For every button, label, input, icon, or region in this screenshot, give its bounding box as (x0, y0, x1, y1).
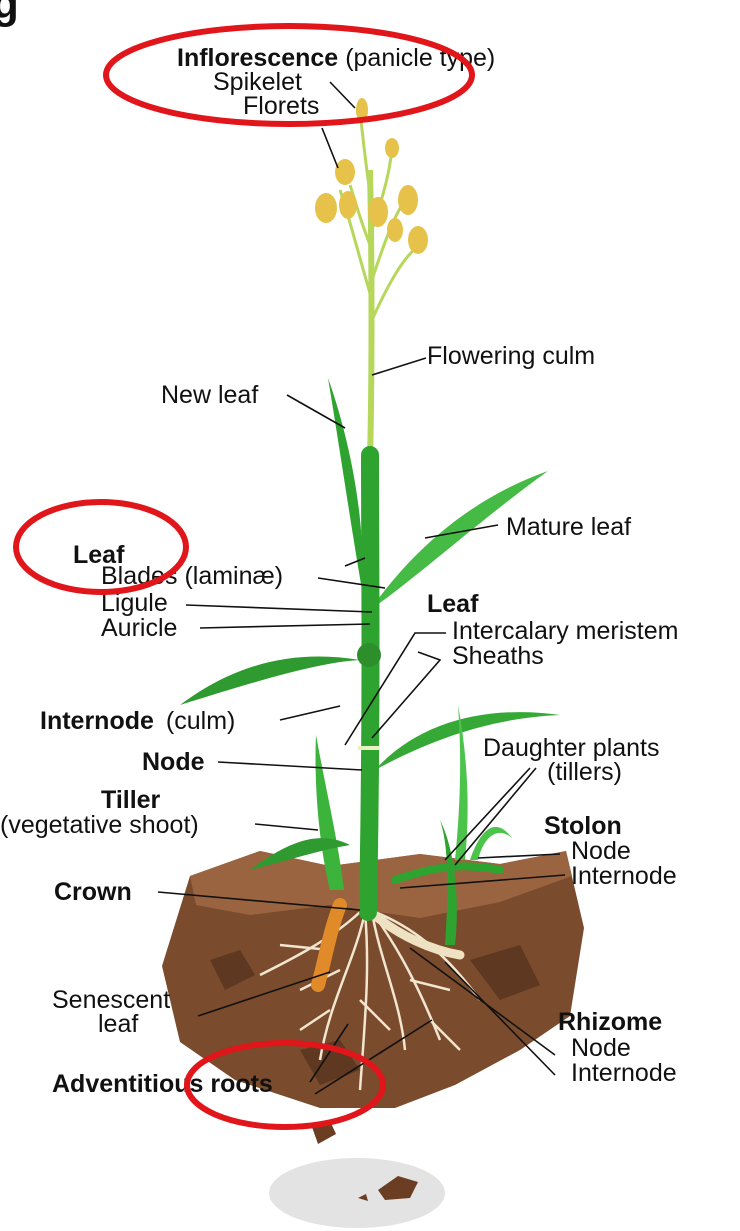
rhizome-node-label: Node (571, 1034, 631, 1062)
new-leaf-shape (328, 378, 363, 590)
daughter-plants-note: (tillers) (547, 758, 622, 786)
tiller-label: Tiller (101, 786, 161, 814)
stolon-label: Stolon (544, 812, 622, 840)
flowering-culm-label: Flowering culm (427, 342, 595, 370)
leaf-label-right: Leaf (427, 590, 479, 618)
rhizome-internode-label: Internode (571, 1059, 677, 1087)
blades-label: Blades(laminæ) (101, 562, 283, 590)
stolon-node-label: Node (571, 837, 631, 865)
sheaths-label: Sheaths (452, 642, 544, 670)
node-shape (357, 643, 381, 667)
node-label: Node (142, 748, 205, 776)
daughter-plant-shape (470, 827, 512, 860)
auricle-label: Auricle (101, 614, 177, 642)
culm-shape (368, 455, 371, 912)
internode-label: Internode (culm) (40, 707, 235, 735)
crown-label: Crown (54, 878, 132, 906)
blades-label-note: (laminæ) (184, 562, 283, 590)
rhizome-label: Rhizome (558, 1008, 662, 1036)
new-leaf-label: New leaf (161, 381, 258, 409)
internode-label-main: Internode (40, 707, 154, 735)
senescent-leaf-label-line2: leaf (98, 1010, 138, 1038)
ground-shadow (269, 1158, 445, 1228)
florets-label: Florets (243, 92, 319, 120)
internode-label-note: (culm) (166, 707, 235, 735)
lower-left-leaf (180, 656, 360, 705)
intercalary-meristem-label: Intercalary meristem (452, 617, 678, 645)
adventitious-roots-label: Adventitious roots (52, 1070, 273, 1098)
corner-glyph: g (0, 0, 19, 28)
stolon-internode-label: Internode (571, 862, 677, 890)
mature-leaf-label: Mature leaf (506, 513, 631, 541)
tiller-note: (vegetative shoot) (0, 811, 199, 839)
